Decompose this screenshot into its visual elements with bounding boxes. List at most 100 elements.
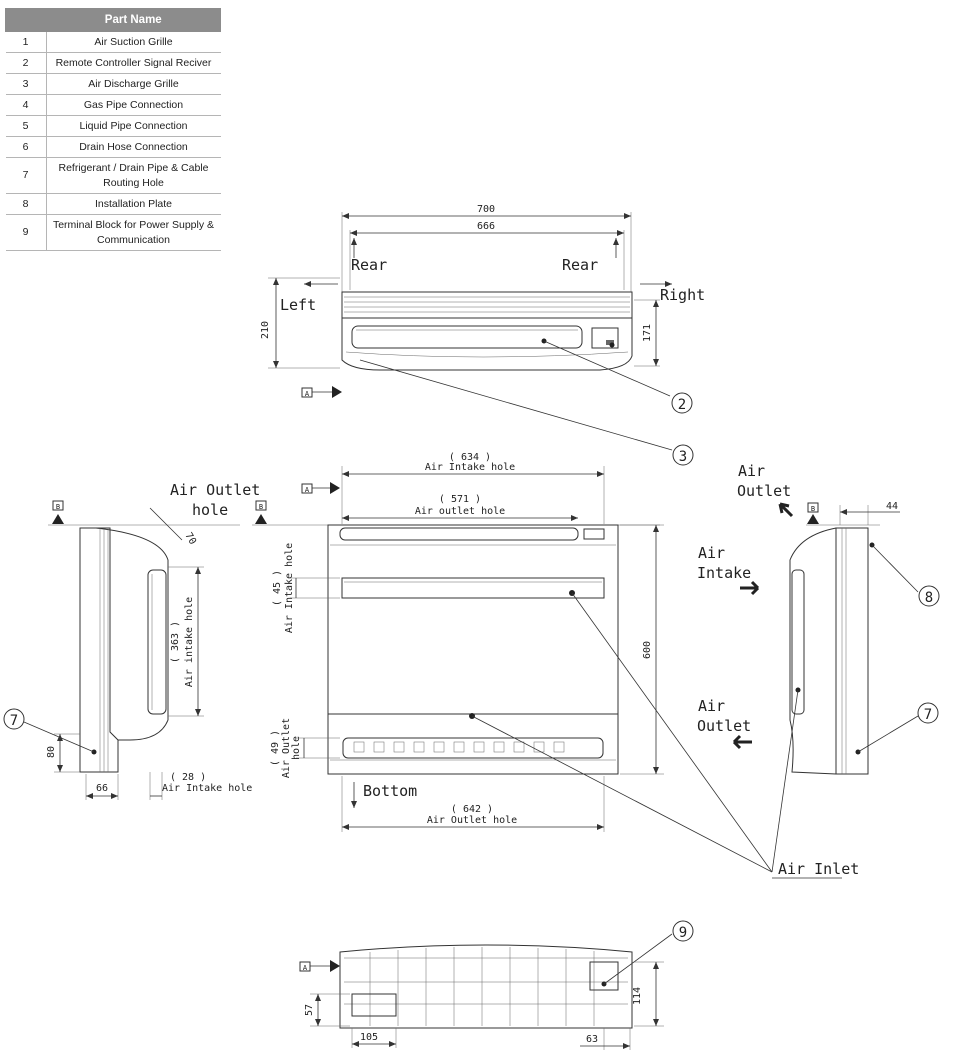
- bottom-label: Bottom: [363, 782, 417, 800]
- left-intake-grille: [147, 569, 167, 715]
- right-outlet-bottom-1: Air: [698, 697, 725, 715]
- left-outlet-label-2: hole: [192, 501, 228, 519]
- reference-b-marker-front: [255, 514, 267, 524]
- dimension-66: 66: [96, 783, 108, 794]
- row-part-name: Installation Plate: [46, 193, 221, 215]
- dimension-28-label: Air Intake hole: [162, 783, 252, 794]
- dimension-700: 700: [477, 204, 495, 215]
- left-side-front: [95, 527, 169, 741]
- dimension-63: 63: [586, 1034, 598, 1045]
- reference-b-box-right: [807, 502, 819, 513]
- top-view-body-upper: [341, 291, 633, 319]
- row-number: 9: [5, 214, 47, 251]
- dimension-634: ( 634 ): [449, 452, 491, 463]
- left-side-view: B Air Outlet hole 70 ( 363 ) Air intake …: [3, 481, 260, 800]
- callout-7-right: [917, 702, 939, 724]
- reference-a-marker-front: [330, 482, 340, 494]
- table-header-part-name: Part Name: [45, 8, 221, 32]
- dimension-363-label: Air intake hole: [184, 597, 195, 687]
- reference-b-marker-right: [807, 514, 819, 524]
- right-intake-label-2: Intake: [697, 564, 751, 582]
- dimension-600: 600: [642, 641, 653, 659]
- right-label: Right: [660, 286, 705, 304]
- reference-b-box-front: [255, 500, 267, 511]
- left-outlet-label-1: Air Outlet: [170, 481, 260, 499]
- reference-a-marker: [332, 386, 342, 398]
- right-intake-label-1: Air: [698, 544, 725, 562]
- callout-8-label: 8: [925, 590, 933, 606]
- row-part-name: Remote Controller Signal Reciver: [46, 52, 221, 74]
- dimension-571: ( 571 ): [439, 494, 481, 505]
- reference-a-box-bottom: [299, 961, 311, 972]
- callout-7-right-label: 7: [924, 707, 932, 723]
- reference-a-box: [301, 387, 313, 398]
- top-view: 700 666 Rear Rear Left Right 210 171 A: [260, 204, 705, 466]
- intake-arrow-icon: [740, 580, 760, 596]
- callout-8: [918, 585, 940, 607]
- callout-9-label: 9: [679, 925, 687, 941]
- callout-7-left: [3, 708, 25, 730]
- reference-b-label-front: B: [259, 503, 263, 511]
- reference-a-marker-bottom: [330, 960, 340, 972]
- bottom-grid: [344, 947, 628, 1026]
- right-outlet-top-2: Outlet: [737, 482, 791, 500]
- outlet-arrow-bottom-icon: [732, 734, 752, 750]
- callout-3: [672, 444, 694, 466]
- reference-b-label-left: B: [56, 503, 60, 511]
- row-part-name: Terminal Block for Power Supply & Commun…: [46, 214, 221, 251]
- front-outlet-grille: [342, 737, 604, 759]
- terminal-block-box: [589, 961, 619, 991]
- dimension-571-label: Air outlet hole: [415, 506, 505, 517]
- discharge-grille-top: [351, 325, 583, 349]
- right-side-view: Air Outlet B 44 Air Intake Air Outlet 8 …: [471, 462, 940, 879]
- callout-2: [671, 392, 693, 414]
- dimension-666: 666: [477, 221, 495, 232]
- bottom-pipe-opening: [351, 993, 397, 1017]
- air-inlet-label: Air Inlet: [778, 860, 859, 878]
- dimension-210: 210: [260, 321, 271, 339]
- dimension-363: ( 363 ): [170, 621, 181, 663]
- reference-a-label-bottom: A: [303, 964, 308, 972]
- callout-9: [672, 920, 694, 942]
- front-body-outline: [327, 524, 619, 775]
- callout-3-label: 3: [679, 449, 687, 465]
- dimension-171: 171: [642, 324, 653, 342]
- reference-a-label: A: [305, 390, 310, 398]
- reference-a-box-front: [301, 483, 313, 494]
- callout-2-label: 2: [678, 397, 686, 413]
- rear-label-left: Rear: [351, 256, 387, 274]
- dimension-642-label: Air Outlet hole: [427, 815, 517, 826]
- dimension-634-label: Air Intake hole: [425, 462, 515, 473]
- right-side-back: [835, 527, 869, 775]
- row-number: 7: [5, 157, 47, 194]
- front-receiver: [583, 528, 605, 540]
- reference-a-label-front: A: [305, 486, 310, 494]
- dimension-44: 44: [886, 501, 898, 512]
- row-part-name: Gas Pipe Connection: [46, 94, 221, 116]
- dimension-105: 105: [360, 1032, 378, 1043]
- table-header-number: [5, 8, 47, 32]
- dimension-114: 114: [632, 987, 643, 1005]
- dimension-80: 80: [46, 746, 57, 758]
- dimension-49-label-1: Air Outlet: [281, 718, 292, 778]
- row-part-name: Air Suction Grille: [46, 31, 221, 53]
- rear-label-right: Rear: [562, 256, 598, 274]
- dimension-642: ( 642 ): [451, 804, 493, 815]
- top-view-body-lower: [341, 318, 633, 371]
- dimension-28: ( 28 ): [170, 772, 206, 783]
- dimension-49: ( 49 ): [270, 730, 281, 766]
- bottom-view: A 9 57 105: [299, 920, 694, 1050]
- front-discharge-slot: [339, 527, 579, 541]
- left-label: Left: [280, 296, 316, 314]
- reference-b-marker-left: [52, 514, 64, 524]
- signal-receiver-box: [591, 327, 619, 349]
- front-intake-slot: [341, 577, 605, 599]
- right-outlet-bottom-2: Outlet: [697, 717, 751, 735]
